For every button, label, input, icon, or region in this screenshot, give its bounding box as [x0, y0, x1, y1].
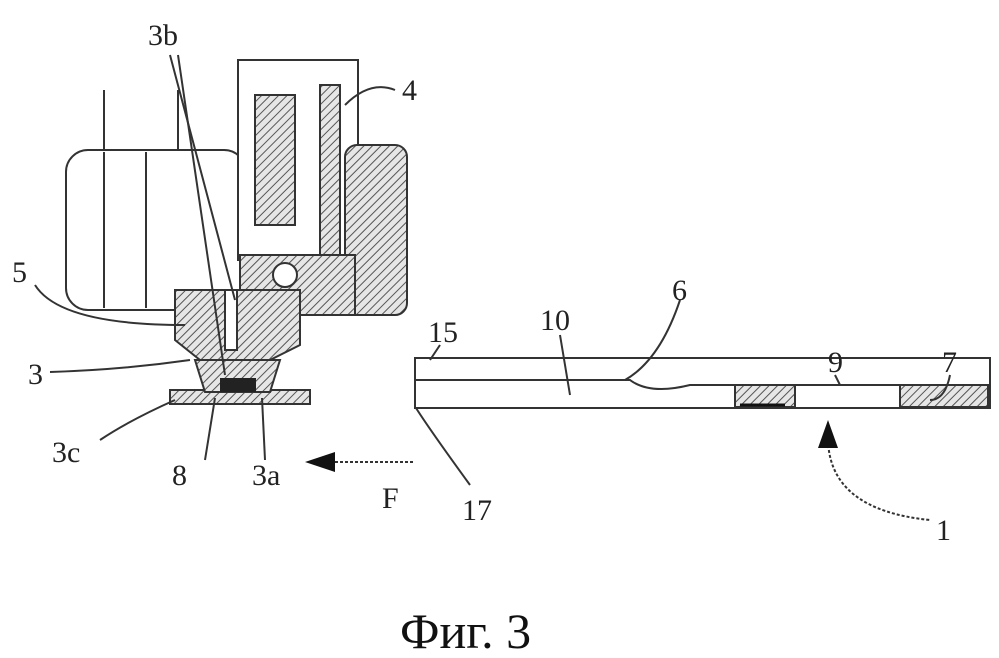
label-6: 6 — [672, 274, 687, 307]
figure-caption: Фиг. 3 — [400, 603, 531, 658]
label-8: 8 — [172, 459, 187, 492]
force-arrow-F — [305, 452, 415, 472]
seal-8 — [220, 378, 256, 392]
arrow-1 — [818, 420, 930, 520]
housing-block — [66, 150, 246, 310]
label-3b: 3b — [148, 19, 178, 52]
label-3c: 3c — [52, 436, 80, 469]
label-3a: 3a — [252, 459, 280, 492]
strip-element — [415, 358, 990, 408]
label-F: F — [382, 482, 399, 515]
label-1: 1 — [936, 514, 951, 547]
label-15: 15 — [428, 316, 458, 349]
label-3: 3 — [28, 358, 43, 391]
label-10: 10 — [540, 304, 570, 337]
valve-assembly — [66, 60, 407, 404]
label-9: 9 — [828, 346, 843, 379]
label-7: 7 — [942, 346, 957, 379]
spring — [255, 95, 295, 225]
label-5: 5 — [12, 256, 27, 289]
label-17: 17 — [462, 494, 492, 527]
label-4: 4 — [402, 74, 417, 107]
